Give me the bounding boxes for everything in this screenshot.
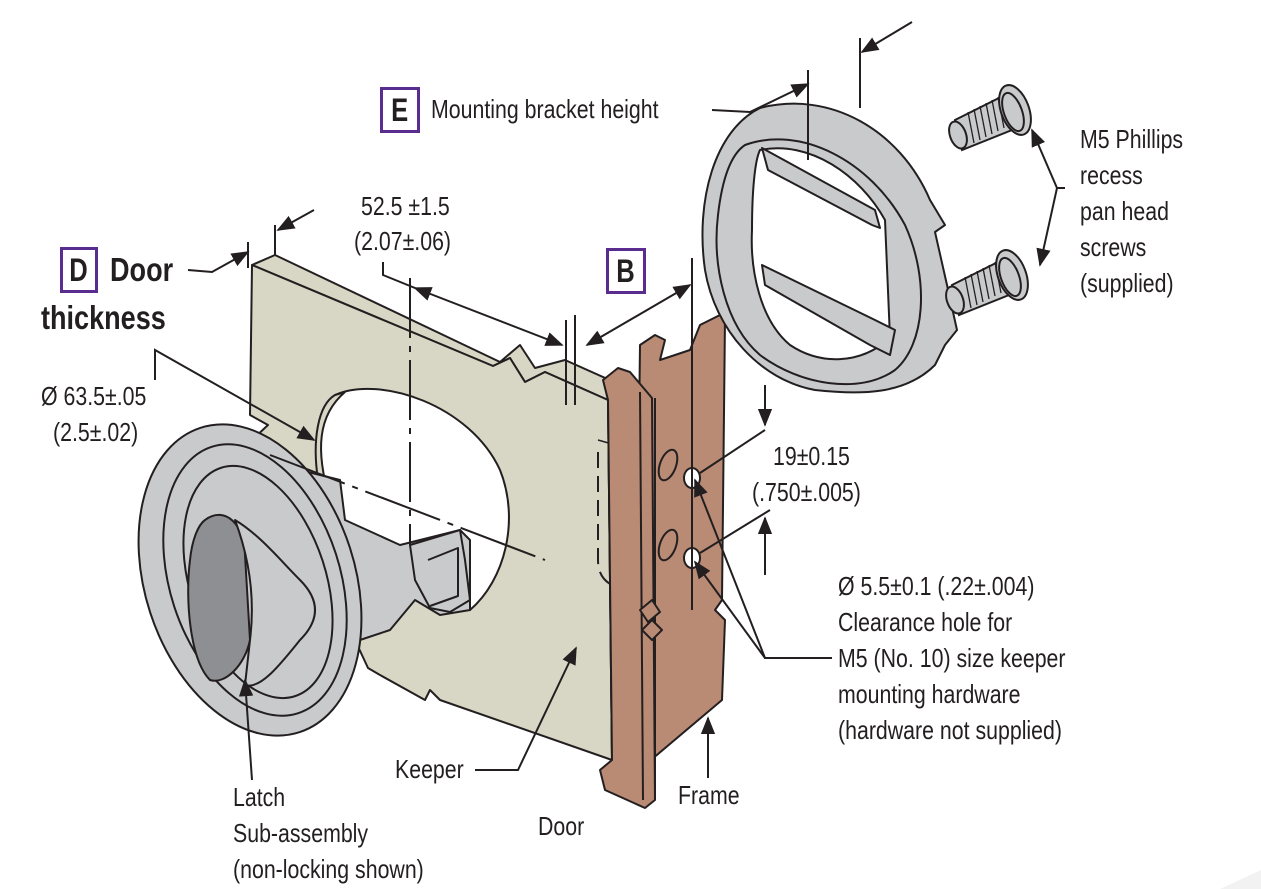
screws-label-line3: pan head bbox=[1080, 196, 1169, 226]
screw-lower bbox=[945, 249, 1029, 317]
clearance-hole-line1: Ø 5.5±0.1 (.22±.004) bbox=[838, 571, 1035, 601]
screw-upper bbox=[948, 84, 1032, 152]
clearance-hole-line3: M5 (No. 10) size keeper bbox=[838, 643, 1066, 673]
clearance-hole-line4: mounting hardware bbox=[838, 679, 1021, 709]
screws-label-line4: screws bbox=[1080, 232, 1147, 262]
dim-offset bbox=[413, 287, 564, 346]
latch-tongue-slot bbox=[427, 547, 459, 607]
arrow-D-right bbox=[276, 209, 315, 231]
callout-tag-E: E bbox=[380, 87, 420, 133]
latch-subassembly bbox=[137, 423, 471, 737]
offset-dimension-imperial: (2.07±.06) bbox=[354, 226, 452, 256]
clearance-hole-line5: (hardware not supplied) bbox=[838, 715, 1062, 745]
callout-tag-B: B bbox=[606, 248, 646, 294]
callout-tag-D: D bbox=[60, 247, 98, 293]
arrow-E-right bbox=[860, 21, 913, 53]
leader-hole-diameter bbox=[154, 348, 316, 441]
hole-spacing-imperial: (.750±.005) bbox=[752, 477, 861, 507]
door-label: Door bbox=[538, 811, 585, 841]
leader-E bbox=[711, 83, 810, 114]
latch-paddle bbox=[234, 519, 316, 687]
leader-D bbox=[187, 251, 250, 274]
callout-letter-B: B bbox=[616, 252, 636, 289]
keeper-label: Keeper bbox=[395, 754, 464, 784]
bracket-inner-ring bbox=[715, 138, 922, 386]
keeper-hidden-outline bbox=[597, 452, 646, 601]
door-label-line1: Door bbox=[110, 251, 174, 288]
callout-letter-E: E bbox=[391, 91, 409, 128]
frame-part bbox=[599, 314, 726, 809]
callout-letter-D: D bbox=[69, 251, 89, 288]
leader-offset bbox=[382, 262, 416, 289]
page-corner-shading bbox=[1220, 870, 1261, 889]
mounting-bracket bbox=[701, 102, 958, 394]
latch-label-line1: Latch bbox=[233, 782, 286, 812]
clearance-hole-line2: Clearance hole for bbox=[838, 607, 1013, 637]
latch-tongue bbox=[409, 529, 471, 613]
screws-label-line1: M5 Phillips bbox=[1080, 124, 1184, 154]
mounting-bracket-height-label: Mounting bracket height bbox=[431, 94, 659, 124]
screws-label-line2: recess bbox=[1080, 160, 1143, 190]
hole-diameter-imperial: (2.5±.02) bbox=[53, 417, 139, 447]
keeper-slots bbox=[657, 448, 679, 562]
frame-label: Frame bbox=[678, 780, 740, 810]
door-thickness-label-line2: thickness bbox=[41, 299, 166, 336]
screws-label-line5: (supplied) bbox=[1080, 268, 1174, 298]
dim-B bbox=[585, 284, 692, 346]
leader-keeper bbox=[475, 646, 577, 771]
bracket-lower-rib bbox=[761, 264, 896, 356]
latch-bezel-rim bbox=[162, 443, 348, 717]
hole-spacing-metric: 19±0.15 bbox=[773, 441, 850, 471]
offset-dimension-metric: 52.5 ±1.5 bbox=[361, 191, 450, 221]
dimension-lines bbox=[154, 21, 1065, 781]
latch-label-line3: (non-locking shown) bbox=[233, 854, 424, 884]
bracket-upper-rib bbox=[761, 147, 881, 229]
hole-diameter-metric: Ø 63.5±.05 bbox=[41, 381, 147, 411]
centerlines bbox=[269, 278, 546, 561]
leader-latch bbox=[238, 678, 254, 781]
latch-label-line2: Sub-assembly bbox=[233, 818, 369, 848]
leader-screws bbox=[1031, 128, 1065, 189]
